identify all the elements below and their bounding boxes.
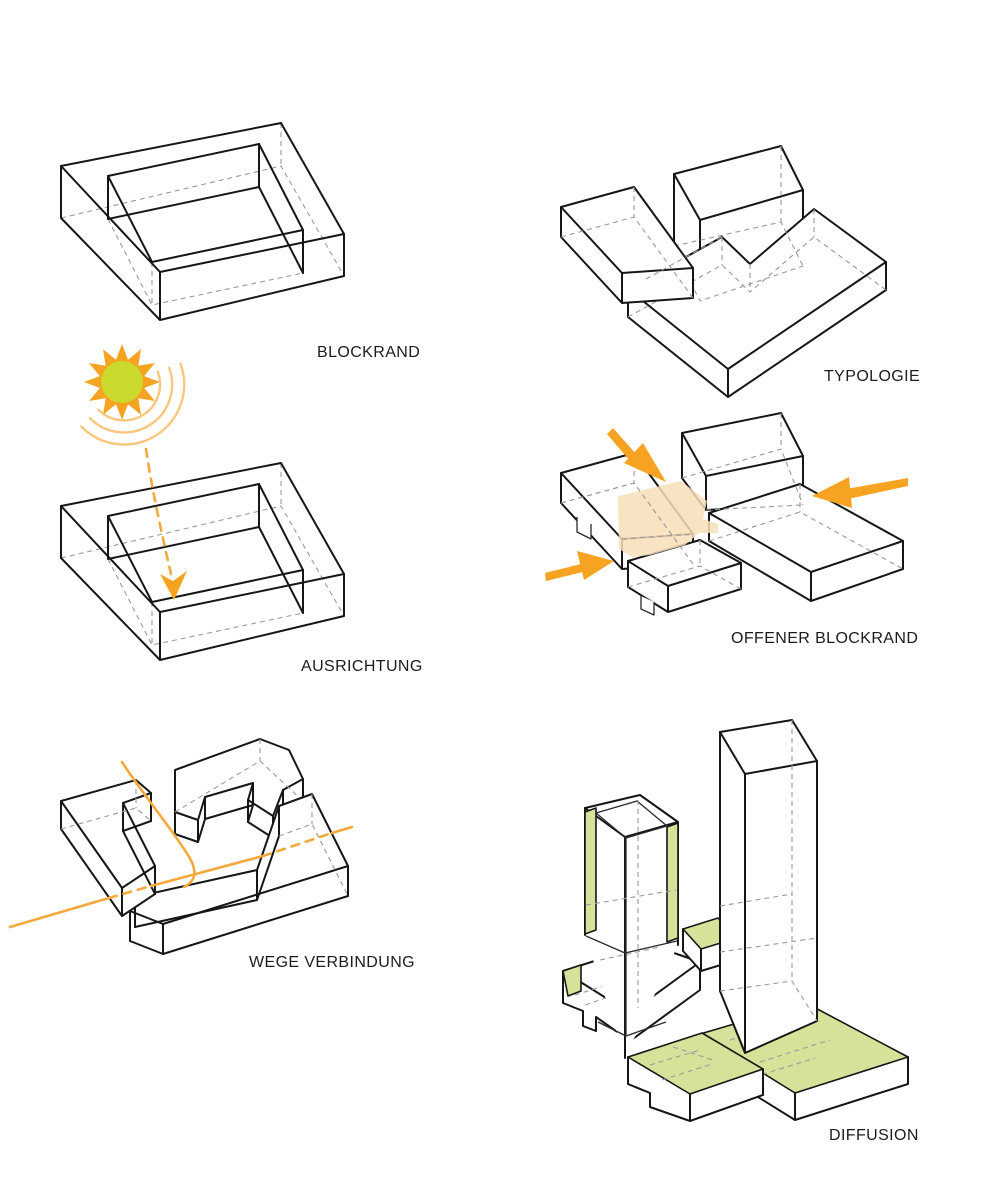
wege-verbindung-diagram bbox=[8, 738, 354, 955]
label-ausrichtung: AUSRICHTUNG bbox=[301, 658, 423, 675]
green-roof-podium bbox=[562, 964, 582, 997]
green-facade-right bbox=[666, 822, 679, 943]
label-wege-verbindung: WEGE VERBINDUNG bbox=[249, 954, 416, 971]
flow-arrow-icon-right bbox=[812, 477, 908, 508]
offener-blockrand-diagram bbox=[545, 412, 908, 616]
typologie-diagram bbox=[560, 145, 887, 398]
sun-icon bbox=[84, 344, 160, 420]
flow-arrow-icon-top bbox=[607, 428, 666, 482]
path-lines bbox=[8, 760, 354, 929]
label-blockrand: BLOCKRAND bbox=[317, 344, 421, 361]
label-typologie: TYPOLOGIE bbox=[824, 368, 921, 385]
label-offener-blockrand: OFFENER BLOCKRAND bbox=[731, 630, 919, 647]
label-diffusion: DIFFUSION bbox=[829, 1127, 919, 1144]
sunlight-arrow-icon bbox=[144, 447, 187, 600]
green-facade-left bbox=[584, 807, 597, 935]
flow-arrow-icon-left bbox=[545, 551, 614, 581]
sunlight-arcs bbox=[80, 362, 186, 446]
diffusion-diagram bbox=[562, 719, 909, 1122]
ausrichtung-diagram bbox=[60, 344, 345, 661]
blockrand-diagram bbox=[60, 122, 345, 321]
